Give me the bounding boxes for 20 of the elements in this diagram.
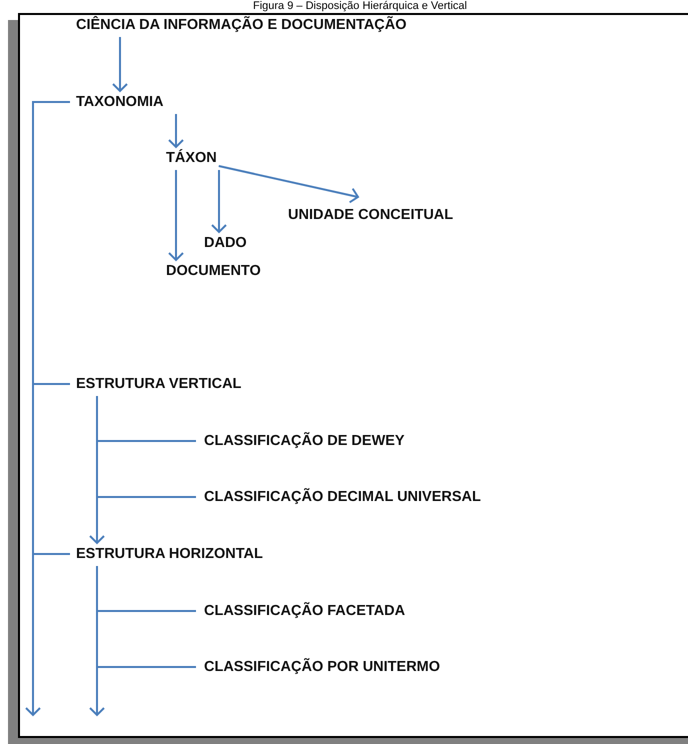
node-label: CLASSIFICAÇÃO FACETADA bbox=[204, 602, 406, 620]
connector-arrow bbox=[112, 37, 128, 92]
connector-arrow bbox=[25, 101, 70, 716]
figure-title: Figura 9 – Disposição Hierárquica e Vertical bbox=[252, 0, 468, 12]
node-label: DADO bbox=[204, 234, 247, 252]
connector-arrow bbox=[211, 170, 227, 233]
node-label: CLASSIFICAÇÃO POR UNITERMO bbox=[204, 658, 440, 676]
connector-arrow bbox=[218, 165, 359, 204]
node-label: TÁXON bbox=[166, 149, 217, 167]
node-label: DOCUMENTO bbox=[166, 262, 261, 280]
node-label: TAXONOMIA bbox=[76, 93, 164, 111]
node-label: ESTRUTURA HORIZONTAL bbox=[76, 545, 263, 563]
connector-arrow bbox=[168, 170, 184, 261]
connector-arrow bbox=[89, 396, 105, 544]
node-label: CLASSIFICAÇÃO DE DEWEY bbox=[204, 432, 405, 450]
node-label: UNIDADE CONCEITUAL bbox=[288, 206, 454, 224]
node-label: CIÊNCIA DA INFORMAÇÃO E DOCUMENTAÇÃO bbox=[76, 16, 407, 34]
connector-arrow bbox=[168, 114, 184, 148]
node-label: CLASSIFICAÇÃO DECIMAL UNIVERSAL bbox=[204, 488, 481, 506]
node-label: ESTRUTURA VERTICAL bbox=[76, 375, 242, 393]
